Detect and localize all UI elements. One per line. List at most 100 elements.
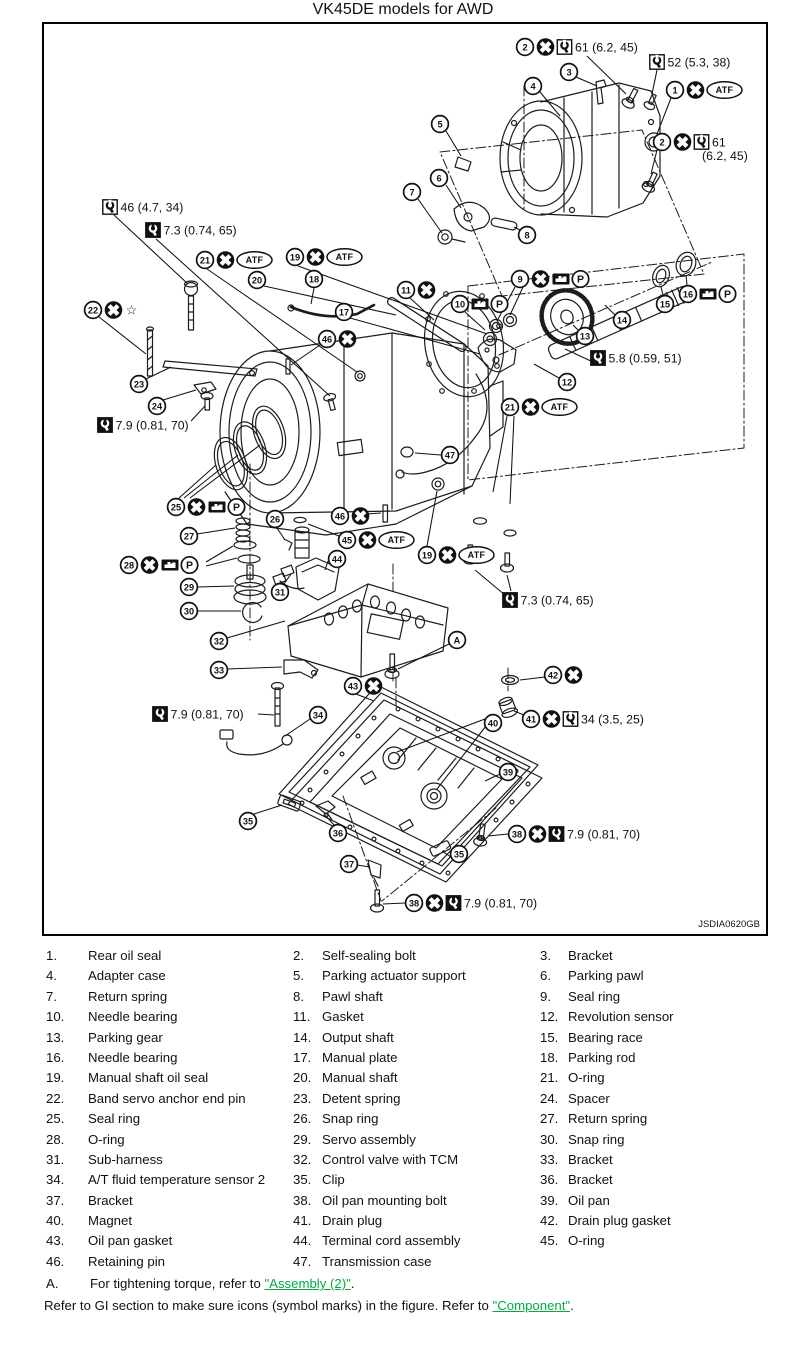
part-name: Detent spring — [322, 1090, 401, 1106]
exploded-diagram: 261 (6.2, 45)52 (5.3, 38)341ATF261(6.2, … — [83, 37, 760, 930]
assembly-link[interactable]: "Assembly (2)" — [264, 1276, 351, 1291]
svg-text:12: 12 — [562, 377, 572, 387]
part-name: Oil pan mounting bolt — [322, 1192, 447, 1208]
svg-text:P: P — [186, 560, 193, 572]
part-number: 16. — [46, 1049, 65, 1065]
note-a-label: A. — [46, 1276, 59, 1291]
leader-line — [113, 214, 189, 285]
leader-line — [257, 713, 275, 716]
callout-number: 3 — [559, 62, 579, 82]
page-title: VK45DE models for AWD — [312, 1, 494, 18]
torque-text: 7.9 (0.81, 70) — [116, 418, 189, 432]
part-name: Drain plug gasket — [568, 1213, 671, 1229]
svg-text:ATF: ATF — [551, 402, 569, 412]
callout-t58: 5.8 (0.59, 51) — [590, 350, 682, 366]
svg-text:19: 19 — [290, 252, 300, 262]
replace-icon — [438, 546, 457, 564]
leader-line — [382, 902, 406, 905]
callout-4: 4 — [523, 76, 543, 96]
leader-line — [519, 676, 546, 681]
callout-number: 35 — [449, 844, 469, 864]
component-link[interactable]: "Component" — [492, 1298, 571, 1313]
part-number: 36. — [540, 1172, 559, 1188]
svg-text:23: 23 — [134, 379, 144, 389]
callout-number: 23 — [129, 374, 149, 394]
leader-line — [226, 620, 286, 639]
part-name: Snap ring — [568, 1131, 625, 1147]
leader-line — [484, 773, 501, 782]
callout-35a: 35 — [238, 811, 258, 831]
svg-text:38: 38 — [512, 829, 522, 839]
callout-number: 39 — [498, 762, 518, 782]
lubricate-icon — [208, 501, 226, 513]
part-name: Adapter case — [88, 968, 166, 984]
leader-line — [290, 344, 321, 366]
torque-wrench-filled-icon — [145, 222, 161, 238]
callout-number: 19 — [417, 545, 437, 565]
part-number: 30. — [540, 1131, 559, 1147]
leader-line — [284, 718, 311, 737]
callout-number: 40 — [483, 713, 503, 733]
petroleum-jelly-icon: P — [718, 284, 737, 304]
part-number: 41. — [293, 1213, 312, 1229]
part-number: 23. — [293, 1090, 312, 1106]
callout-number: 2 — [515, 37, 535, 57]
callout-21b: 21 ATF — [500, 397, 578, 417]
svg-text:11: 11 — [401, 285, 411, 295]
leader-line — [205, 557, 238, 567]
svg-text:2: 2 — [659, 137, 664, 147]
callout-5: 5 — [430, 114, 450, 134]
leader-line — [417, 198, 443, 234]
torque-wrench-icon — [649, 54, 665, 70]
part-name: O-ring — [568, 1070, 605, 1086]
leader-line — [586, 55, 627, 95]
part-number: 5. — [293, 968, 304, 984]
callout-number: 7 — [402, 182, 422, 202]
part-name: Snap ring — [322, 1111, 379, 1127]
part-name: Clip — [322, 1172, 345, 1188]
svg-text:25: 25 — [171, 502, 181, 512]
replace-icon — [542, 710, 561, 728]
callout-number: 5 — [430, 114, 450, 134]
svg-text:35: 35 — [243, 816, 253, 826]
callout-number: 34 — [308, 705, 328, 725]
torque-text: 7.3 (0.74, 65) — [521, 593, 594, 607]
leader-line — [513, 710, 525, 716]
torque-text: 7.9 (0.81, 70) — [171, 707, 244, 721]
svg-text:P: P — [233, 502, 240, 514]
part-number: 43. — [46, 1233, 65, 1249]
svg-text:21: 21 — [505, 402, 515, 412]
part-number: 12. — [540, 1009, 559, 1025]
lubricate-icon — [161, 559, 179, 571]
part-name: O-ring — [568, 1233, 605, 1249]
part-name: Bracket — [568, 1172, 613, 1188]
callout-33: 33 — [209, 660, 229, 680]
part-name: Parking actuator support — [322, 968, 466, 984]
leader-line — [263, 285, 397, 316]
part-number: 26. — [293, 1111, 312, 1127]
callout-t46: 46 (4.7, 34) — [102, 199, 183, 215]
callout-number: 42 — [543, 665, 563, 685]
part-name: A/T fluid temperature sensor 2 — [88, 1172, 266, 1188]
callout-44: 44 — [327, 549, 347, 569]
transmission-case — [219, 332, 504, 536]
replace-icon — [425, 894, 444, 912]
atf-icon: ATF — [706, 80, 743, 100]
leader-line — [441, 850, 452, 858]
svg-text:47: 47 — [445, 450, 455, 460]
part-number: 2. — [293, 948, 304, 963]
torque-text: 34 (3.5, 25) — [581, 712, 644, 726]
leader-line — [283, 573, 292, 585]
part-name: Parking gear — [88, 1029, 163, 1045]
leader-line — [253, 804, 283, 815]
callout-13: 13 — [575, 326, 595, 346]
callout-number: 41 — [521, 709, 541, 729]
replace-icon — [536, 38, 555, 56]
leader-line — [604, 304, 616, 316]
part-name: Parking pawl — [568, 968, 644, 984]
lubricate-icon — [699, 288, 717, 300]
drain-plug — [498, 696, 518, 718]
leader-line — [539, 91, 561, 117]
